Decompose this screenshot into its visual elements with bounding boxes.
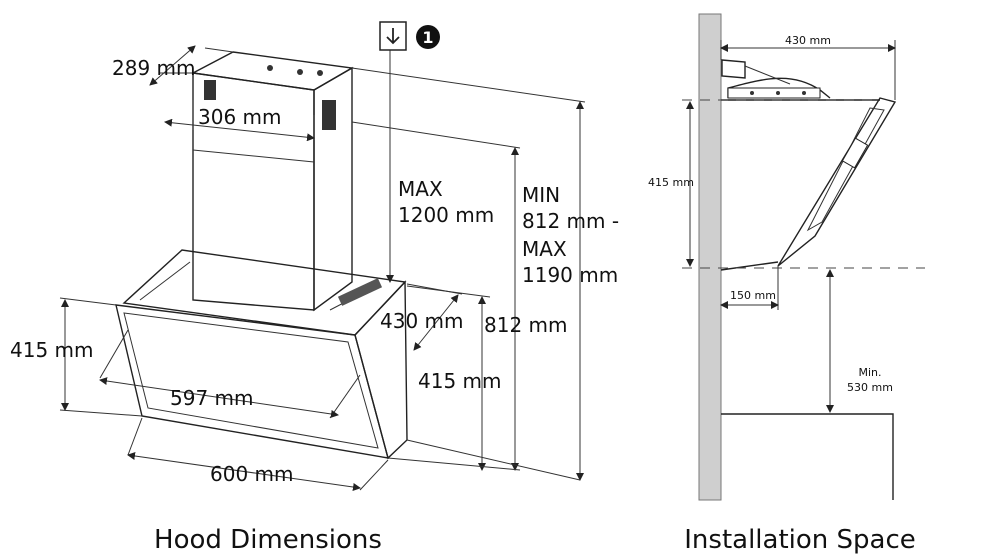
wall: [698, 13, 722, 501]
dim-min-max-value: 1190 mm: [522, 263, 618, 287]
vent-left: [204, 80, 216, 100]
badge-number: 1: [422, 28, 433, 47]
dim-415-right: 415 mm: [418, 369, 502, 393]
dim-max-label: MAX: [398, 177, 443, 201]
hood-drawing: 1 289 mm 306 mm MAX 1200 mm MIN 812 mm -…: [10, 21, 619, 491]
install-dim-415: 415 mm: [648, 176, 694, 189]
dim-min-label: MIN: [522, 183, 560, 207]
install-dim-430: 430 mm: [785, 34, 831, 47]
hood-caption: Hood Dimensions: [154, 525, 382, 555]
arrow-down-icon: [379, 21, 407, 51]
dim-415-left: 415 mm: [10, 338, 94, 362]
chimney-seam: [192, 149, 315, 163]
dim-812: 812 mm: [484, 313, 568, 337]
dim-min-value: 812 mm -: [522, 209, 619, 233]
dim-430: 430 mm: [380, 309, 464, 333]
install-dim-min-value: 530 mm: [847, 381, 893, 394]
dim-600: 600 mm: [210, 462, 294, 486]
dim-min-max-label: MAX: [522, 237, 567, 261]
install-caption: Installation Space: [684, 525, 916, 555]
dim-597: 597 mm: [170, 386, 254, 410]
install-dim-150: 150 mm: [730, 289, 776, 302]
filter-slot: [337, 278, 383, 306]
vent-right: [322, 100, 336, 130]
installed-hood: [777, 97, 897, 267]
install-dim-min-label: Min.: [858, 366, 881, 379]
dim-306: 306 mm: [198, 105, 282, 129]
counter: [721, 413, 894, 500]
chimney-side: [313, 66, 353, 312]
glass-panel: [115, 304, 389, 459]
dim-289: 289 mm: [112, 56, 196, 80]
number-badge: 1: [416, 25, 440, 49]
installation-drawing: 430 mm 415 mm 150 mm Min. 530 mm: [648, 13, 925, 501]
dim-max-value: 1200 mm: [398, 203, 494, 227]
